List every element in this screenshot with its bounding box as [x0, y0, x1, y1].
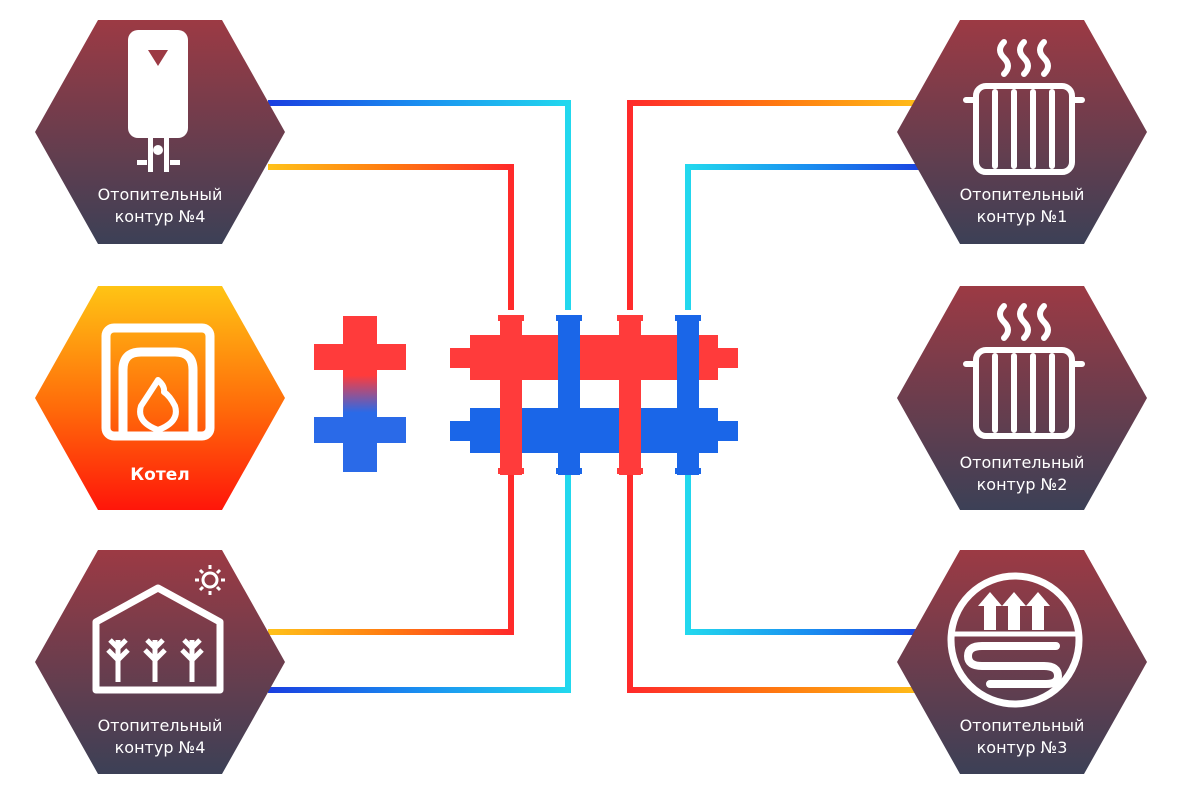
- hexagon: [897, 20, 1147, 244]
- pipe-water-heater-cold: [268, 100, 571, 310]
- hexagon: [35, 286, 285, 510]
- radiator-icon: [963, 303, 1085, 439]
- node-label-line1: Отопительный: [960, 716, 1085, 735]
- node-label-line1: Отопительный: [98, 185, 223, 204]
- sun-icon: [195, 565, 225, 595]
- water-heater-icon: [128, 30, 188, 172]
- pipes: [265, 100, 930, 693]
- node-radiator-1: Отопительный контур №1: [897, 20, 1147, 244]
- radiator-icon: [963, 39, 1085, 175]
- hexagon: [35, 550, 285, 774]
- node-label-line2: контур №2: [977, 475, 1068, 494]
- pipe-greenhouse-hot: [268, 470, 514, 635]
- greenhouse-icon: [92, 584, 224, 694]
- node-radiator-2: Отопительный контур №2: [897, 286, 1147, 510]
- node-label-line1: Отопительный: [960, 185, 1085, 204]
- pipe-floor-cold: [685, 470, 930, 635]
- boiler-flame-icon: [101, 323, 215, 441]
- node-greenhouse: Отопительный контур №4: [35, 550, 285, 774]
- node-label-line1: Отопительный: [98, 716, 223, 735]
- node-label-line2: контур №4: [115, 738, 206, 757]
- pipe-water-heater-hot: [268, 164, 514, 310]
- node-label-line2: контур №3: [977, 738, 1068, 757]
- pipe-floor-hot: [627, 470, 930, 693]
- hexagon: [897, 286, 1147, 510]
- distribution-manifold: [450, 315, 738, 475]
- node-label-line2: контур №4: [115, 207, 206, 226]
- node-label-line1: Отопительный: [960, 453, 1085, 472]
- node-boiler: Котел: [35, 286, 285, 510]
- underfloor-heating-icon: [947, 572, 1083, 708]
- pipe-greenhouse-cold: [268, 470, 571, 693]
- pipe-radiator1-cold: [685, 164, 930, 310]
- node-label-line2: контур №1: [977, 207, 1068, 226]
- node-floor-heating: Отопительный контур №3: [897, 550, 1147, 774]
- pipe-radiator1-hot: [627, 100, 930, 310]
- hydraulic-separator: [314, 316, 406, 472]
- boiler-label: Котел: [130, 465, 189, 485]
- node-water-heater: Отопительный контур №4: [35, 20, 285, 244]
